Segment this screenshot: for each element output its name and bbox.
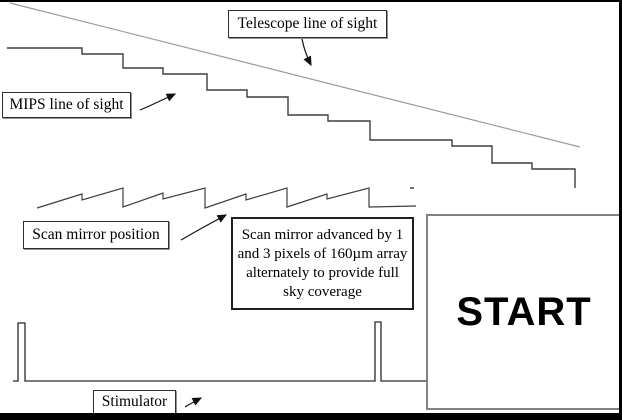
telescope-label-text: Telescope line of sight <box>237 15 378 32</box>
stimulator-label-text: Stimulator <box>101 393 168 410</box>
stimulator-label-arrow <box>184 397 203 408</box>
scan-mirror-label-text: Scan mirror position <box>32 226 160 243</box>
start-box: START <box>426 214 622 410</box>
stimulator-pulse-waveform <box>13 321 427 382</box>
mips-line-of-sight-staircase <box>7 47 576 188</box>
frame-bottom-border <box>0 413 622 420</box>
scan-mirror-label-arrow <box>180 214 228 241</box>
scan-mirror-annotation-text: Scan mirror advanced by 1 and 3 pixels o… <box>237 226 408 300</box>
telescope-line-of-sight-line <box>9 2 581 148</box>
telescope-label-arrow <box>301 38 312 67</box>
mips-line-of-sight-label: MIPS line of sight <box>2 92 131 118</box>
start-text: START <box>456 289 592 334</box>
scan-mirror-sawtooth <box>36 187 417 209</box>
telescope-line-of-sight-label: Telescope line of sight <box>228 10 387 38</box>
mips-label-arrow <box>139 93 177 111</box>
frame-right-border <box>619 0 622 420</box>
stimulator-label: Stimulator <box>93 390 176 414</box>
scan-mirror-position-label: Scan mirror position <box>23 221 169 249</box>
frame-top-border <box>0 0 622 2</box>
scan-mirror-annotation-box: Scan mirror advanced by 1 and 3 pixels o… <box>231 217 414 310</box>
mips-label-text: MIPS line of sight <box>9 96 124 113</box>
